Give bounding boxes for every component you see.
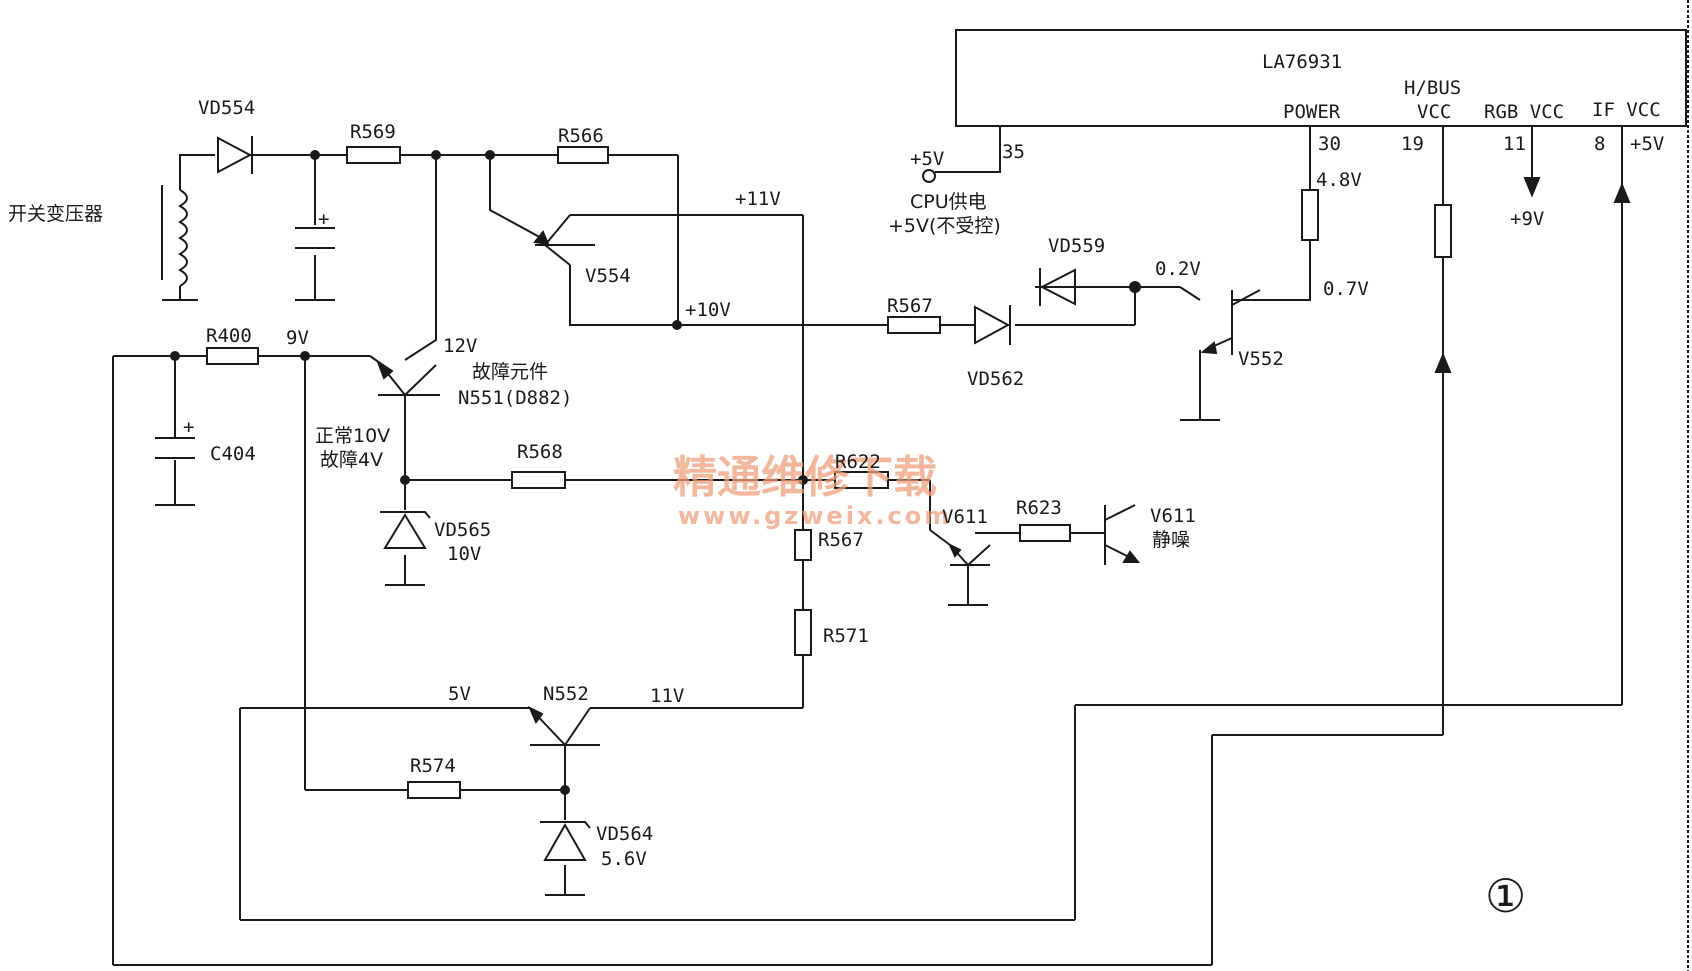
label-cpu-supply: CPU供电	[910, 191, 987, 213]
resistor-r568	[511, 471, 566, 489]
label-vd564: VD564	[596, 823, 653, 845]
label-v02: 0.2V	[1155, 258, 1201, 280]
ic-hbus-label: H/BUS	[1404, 77, 1461, 99]
label-plus9v: +9V	[1510, 208, 1544, 230]
label-c404: C404	[210, 443, 256, 465]
ic-rgb-label: RGB VCC	[1484, 101, 1564, 123]
resistor-r567-top	[887, 316, 941, 334]
resistor-r571	[794, 609, 812, 656]
resistor-4v8	[1301, 189, 1319, 241]
grounds	[295, 299, 1220, 606]
label-r568: R568	[517, 441, 563, 463]
capacitor-top: +	[295, 208, 335, 249]
arrow-9v	[1523, 177, 1541, 198]
label-n551: N551(D882)	[458, 387, 572, 409]
resistor-r567-mid	[794, 529, 812, 561]
watermark-cn: 精通维修下载	[673, 452, 937, 503]
arrow-pin8	[1613, 182, 1631, 203]
label-vd554: VD554	[198, 97, 255, 119]
label-12v: 12V	[443, 335, 477, 357]
label-fault4: 故障4V	[320, 449, 383, 471]
label-r623: R623	[1016, 497, 1062, 519]
label-5v: 5V	[448, 683, 471, 705]
watermark: 精通维修下载 www.gzweix.com	[673, 452, 952, 530]
label-plus5v-left: +5V	[910, 148, 944, 170]
label-v611-right: V611	[1150, 505, 1196, 527]
label-r622: R622	[835, 451, 881, 473]
resistor-r569	[346, 146, 401, 164]
figure-number: ①	[1485, 869, 1526, 923]
label-10v: 10V	[447, 543, 481, 565]
label-r567-mid: R567	[818, 529, 864, 551]
ic-power-label: POWER	[1283, 101, 1341, 123]
resistors	[206, 146, 1452, 799]
resistor-r400	[206, 347, 259, 365]
ic-pin11: 11	[1503, 133, 1526, 155]
transistor-v554	[533, 214, 595, 266]
label-plus11v: +11V	[735, 188, 781, 210]
resistor-r566	[557, 146, 609, 164]
label-cpu-supply2: +5V(不受控)	[888, 215, 1001, 237]
resistor-pin19	[1434, 204, 1452, 258]
ic-pin30: 30	[1318, 133, 1341, 155]
label-mute: 静噪	[1152, 529, 1190, 551]
resistor-r622	[834, 471, 889, 489]
ic-body	[955, 29, 1687, 127]
ic-hbus-vcc-label: VCC	[1417, 101, 1451, 123]
ic-name: LA76931	[1262, 51, 1342, 73]
capacitor-c404: +	[155, 416, 195, 506]
transistor-n552	[528, 705, 600, 746]
diode-vd562	[974, 305, 1011, 345]
label-r566: R566	[558, 125, 604, 147]
diode-vd554	[217, 136, 253, 174]
transistor-v552	[1200, 289, 1261, 355]
resistor-r574	[407, 781, 461, 799]
label-r567-top: R567	[887, 295, 933, 317]
svg-text:+: +	[183, 416, 194, 438]
wires	[112, 126, 1623, 966]
ic-la76931: LA76931 POWER H/BUS VCC RGB VCC IF VCC 3…	[955, 0, 1689, 971]
ic-if-label: IF VCC	[1592, 99, 1661, 121]
label-fault-part: 故障元件	[472, 361, 548, 383]
label-r571: R571	[823, 625, 869, 647]
arrows	[1434, 177, 1631, 373]
ic-pin19: 19	[1401, 133, 1424, 155]
diode-vd559	[1039, 268, 1076, 306]
label-plus5v-right: +5V	[1630, 133, 1664, 155]
watermark-url: www.gzweix.com	[678, 502, 952, 530]
label-11v: 11V	[650, 685, 684, 707]
label-v554: V554	[585, 265, 631, 287]
arrow-pin19	[1434, 352, 1452, 373]
label-plus10v: +10V	[685, 299, 731, 321]
junctions	[170, 150, 1141, 795]
label-v48: 4.8V	[1316, 169, 1362, 191]
label-r569: R569	[350, 121, 396, 143]
label-vd565: VD565	[434, 519, 491, 541]
zener-vd565	[380, 511, 431, 586]
resistor-r623	[1019, 524, 1071, 542]
zener-vd564	[540, 821, 591, 896]
transistor-v611-right	[1104, 504, 1141, 565]
labels: 开关变压器 VD554 R569 R566 V554 +11V +10V R56…	[8, 97, 1664, 923]
ic-pin35: 35	[1002, 141, 1025, 163]
svg-text:+: +	[318, 208, 329, 230]
label-vd562: VD562	[967, 368, 1024, 390]
terminal-5v	[922, 169, 936, 183]
ic-pin8: 8	[1594, 133, 1605, 155]
transformer-symbol	[161, 185, 198, 301]
label-v611-left: V611	[942, 506, 988, 528]
label-r574: R574	[410, 755, 456, 777]
label-normal10: 正常10V	[315, 425, 390, 447]
label-r400: R400	[206, 325, 252, 347]
label-transformer: 开关变压器	[8, 203, 103, 225]
label-vd559: VD559	[1048, 235, 1105, 257]
label-56v: 5.6V	[601, 848, 647, 870]
transistor-n551	[376, 359, 440, 396]
label-9v: 9V	[286, 327, 309, 349]
transistor-v611-left	[947, 542, 991, 566]
label-v07: 0.7V	[1323, 278, 1369, 300]
label-n552: N552	[543, 683, 589, 705]
label-v552: V552	[1238, 348, 1284, 370]
